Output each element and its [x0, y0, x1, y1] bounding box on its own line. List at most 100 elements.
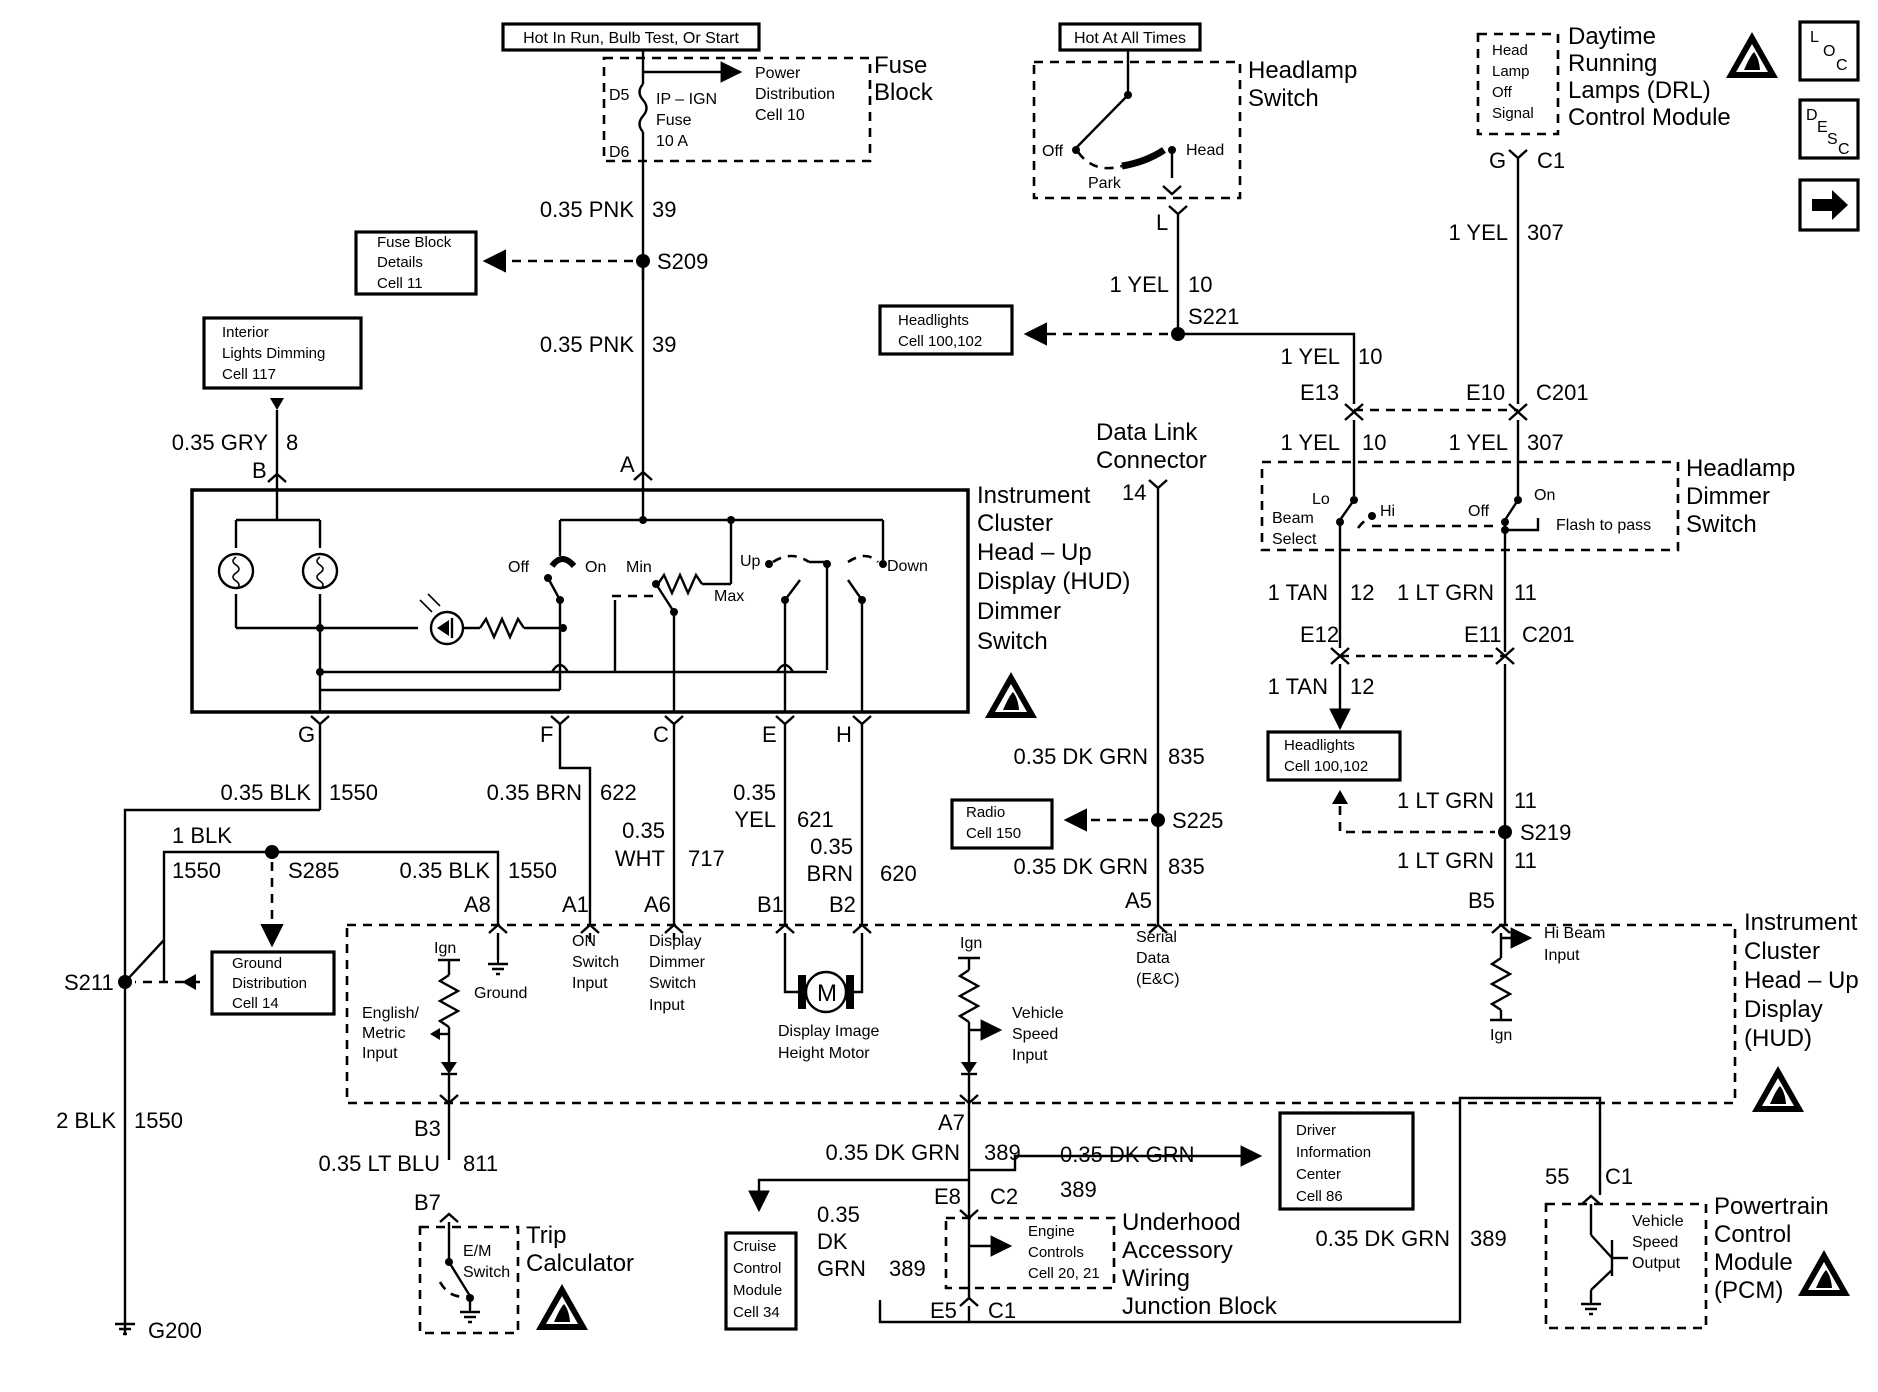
- svg-text:Driver: Driver: [1296, 1122, 1336, 1139]
- svg-text:S221: S221: [1188, 304, 1239, 329]
- svg-text:O: O: [1823, 43, 1835, 60]
- drl-pin-g: G: [1489, 148, 1506, 173]
- svg-text:Dimmer: Dimmer: [1686, 483, 1770, 510]
- dimmer-off-label: Off: [1468, 503, 1490, 520]
- svg-text:Head – Up: Head – Up: [977, 539, 1092, 566]
- svg-text:11: 11: [1514, 848, 1537, 873]
- drl-signal: Head: [1492, 42, 1528, 59]
- svg-text:Cell 100,102: Cell 100,102: [1284, 758, 1368, 775]
- svg-text:Switch: Switch: [977, 628, 1048, 655]
- svg-text:GRN: GRN: [817, 1256, 866, 1281]
- svg-text:Accessory: Accessory: [1122, 1237, 1233, 1264]
- uajb-outline: [944, 1216, 1116, 1290]
- ref-ground-distribution[interactable]: [210, 950, 336, 1016]
- svg-text:Select: Select: [1272, 531, 1317, 548]
- hud-dimmer-switch-outline: [190, 488, 970, 714]
- svg-text:Cell 117: Cell 117: [222, 366, 276, 383]
- ground-g200: G200: [148, 1318, 202, 1343]
- esd-icon: [1798, 1250, 1850, 1296]
- svg-text:Display: Display: [1744, 996, 1823, 1023]
- headlamp-switch-outline: [1032, 60, 1242, 200]
- pcm-pin-c1: C1: [1605, 1164, 1633, 1189]
- wire-yel-307-a: 1 YEL: [1448, 220, 1508, 245]
- ref-headlights-mid[interactable]: [1266, 730, 1402, 782]
- svg-text:Cell 100,102: Cell 100,102: [898, 333, 982, 350]
- wire-gry-8: 0.35 GRY: [172, 430, 269, 455]
- fuse-pin-d6: D6: [609, 144, 630, 161]
- cluster-pin-b3: B3: [414, 1116, 441, 1141]
- ref-headlights-top[interactable]: [878, 304, 1014, 356]
- svg-text:8: 8: [286, 430, 298, 455]
- esd-icon: [985, 672, 1037, 718]
- svg-text:(PCM): (PCM): [1714, 1277, 1783, 1304]
- svg-text:E: E: [1817, 119, 1828, 136]
- svg-text:1550: 1550: [134, 1108, 183, 1133]
- ref-driver-information-center[interactable]: [1278, 1111, 1415, 1211]
- svg-text:WHT: WHT: [615, 846, 665, 871]
- svg-text:Switch: Switch: [572, 954, 619, 971]
- c201-pin-e11: E11: [1464, 622, 1502, 647]
- headlamp-switch-title: Headlamp: [1248, 57, 1357, 84]
- hud-pin-g: G: [298, 722, 315, 747]
- svg-text:Cell 34: Cell 34: [733, 1304, 780, 1321]
- cluster-ground-label: Ground: [474, 985, 527, 1002]
- desc-icon[interactable]: [1798, 98, 1860, 160]
- svg-text:DK: DK: [817, 1229, 848, 1254]
- svg-text:Switch: Switch: [1686, 511, 1757, 538]
- hibeam-input: Hi Beam: [1544, 925, 1605, 942]
- flash-to-pass-label: Flash to pass: [1556, 517, 1651, 534]
- svg-text:Calculator: Calculator: [526, 1250, 634, 1277]
- svg-text:Block: Block: [874, 79, 934, 106]
- beam-select-label: Beam: [1272, 510, 1314, 527]
- svg-text:835: 835: [1168, 854, 1205, 879]
- fuse-pin-d5: D5: [609, 87, 630, 104]
- hud-bulb-2: [301, 552, 339, 590]
- svg-text:Speed: Speed: [1632, 1234, 1678, 1251]
- hud-on-label: On: [585, 559, 606, 576]
- cluster-pin-b2: B2: [829, 892, 856, 917]
- svg-text:11: 11: [1514, 580, 1537, 605]
- trip-calculator-title: Trip: [526, 1222, 566, 1249]
- svg-text:Details: Details: [377, 254, 423, 271]
- english-metric-input: English/: [362, 1005, 419, 1022]
- svg-text:Switch: Switch: [1248, 85, 1319, 112]
- svg-text:Lamp: Lamp: [1492, 63, 1530, 80]
- wire-wht-717: 0.35: [622, 818, 665, 843]
- svg-text:307: 307: [1527, 220, 1564, 245]
- headlamp-park-label: Park: [1088, 175, 1122, 192]
- loc-icon[interactable]: [1798, 20, 1860, 82]
- drl-module-title: Daytime: [1568, 23, 1656, 50]
- dimmer-switch-outline: [1260, 460, 1680, 552]
- hot-always-label-box: [1058, 22, 1202, 52]
- cluster-pin-b5: B5: [1468, 888, 1495, 913]
- wire-ltgrn-11-b: 1 LT GRN: [1397, 788, 1494, 813]
- svg-text:1550: 1550: [329, 780, 378, 805]
- english-ign-label: Ign: [434, 940, 456, 957]
- display-dimmer-input: Display: [649, 933, 701, 950]
- ref-radio[interactable]: [950, 798, 1054, 850]
- trip-ground-icon: [458, 1302, 482, 1324]
- c201-pin-e10: E10: [1466, 380, 1505, 405]
- cluster-pin-a8: A8: [464, 892, 491, 917]
- svg-text:Input: Input: [362, 1045, 398, 1062]
- svg-text:Cell 14: Cell 14: [232, 995, 279, 1012]
- svg-text:389: 389: [1060, 1177, 1097, 1202]
- hud-pin-c: C: [653, 722, 669, 747]
- svg-text:Off: Off: [1492, 84, 1513, 101]
- arrow-right-icon: [1812, 190, 1848, 220]
- ref-cruise-control-module[interactable]: [724, 1231, 798, 1331]
- headlamp-pin-l: L: [1156, 210, 1168, 235]
- ref-engine-controls: Engine: [1028, 1223, 1075, 1240]
- trip-calculator-outline: [418, 1225, 520, 1335]
- hot-always-label: Hot At All Times: [1074, 30, 1186, 47]
- serial-data-label: Serial: [1136, 929, 1177, 946]
- hud-rheostat: [657, 572, 703, 596]
- svg-text:835: 835: [1168, 744, 1205, 769]
- ref-fuse-block-details[interactable]: [354, 230, 478, 296]
- esd-icon: [536, 1284, 588, 1330]
- ref-interior-lights-dimming[interactable]: [202, 316, 363, 390]
- fuse-block-outline: [602, 56, 872, 163]
- c201-top-label: C201: [1536, 380, 1589, 405]
- on-switch-input: ON: [572, 933, 596, 950]
- wire-dkgrn-835-a: 0.35 DK GRN: [1014, 744, 1149, 769]
